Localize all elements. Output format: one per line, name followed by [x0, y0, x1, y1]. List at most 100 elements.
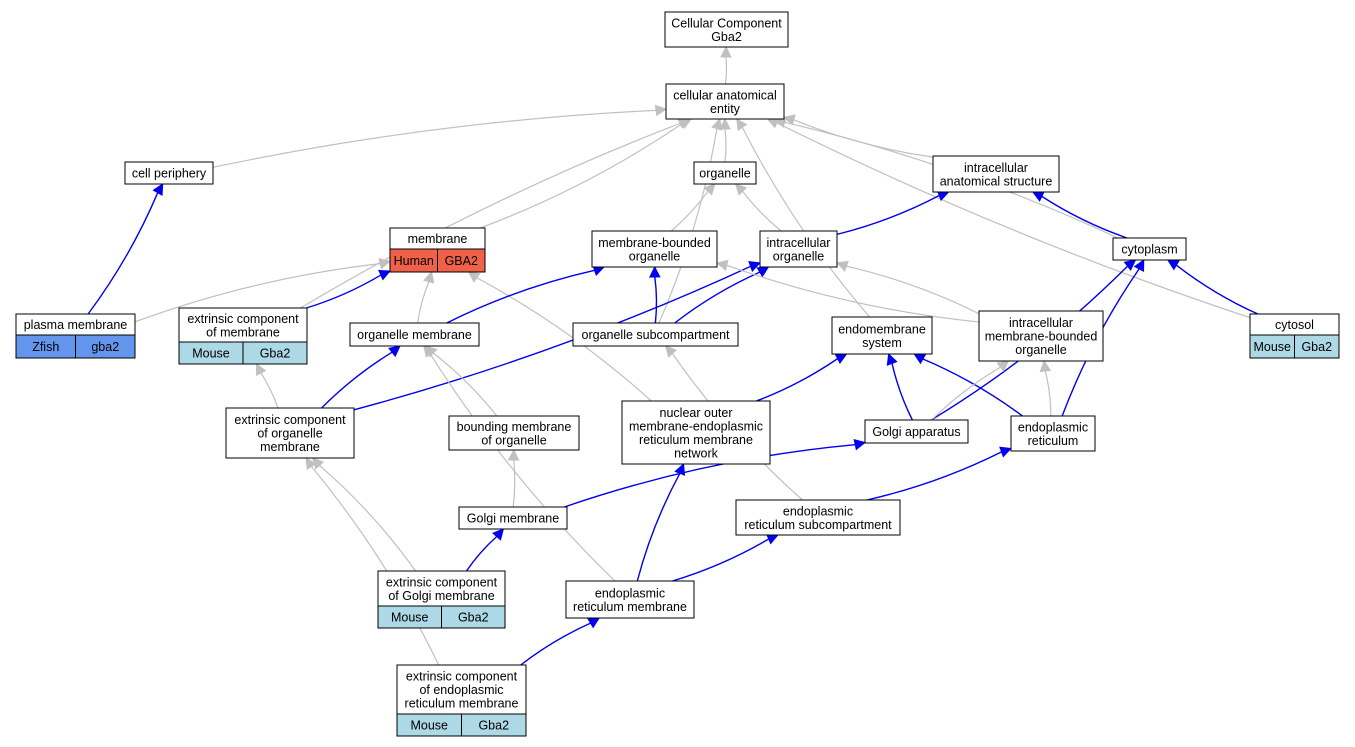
edge-line: [658, 128, 718, 324]
node-box: [225, 407, 355, 459]
node-box: [565, 580, 695, 619]
node-orgmem[interactable]: organelle membrane: [349, 322, 480, 347]
node-box: [621, 400, 771, 465]
arrowhead: [715, 259, 729, 272]
node-box: [448, 415, 580, 451]
node-label-line: nuclear outer: [660, 406, 733, 420]
species-cell-mouse: [1294, 334, 1340, 359]
edge-erm-to-ersub: [672, 533, 779, 582]
arrowhead: [152, 183, 164, 196]
edge-line: [756, 358, 839, 402]
edge-ias-to-cae: [782, 114, 934, 158]
node-label-line: of organelle: [481, 433, 546, 447]
node-label-line: membrane-endoplasmic: [629, 419, 763, 433]
edge-line: [836, 194, 940, 236]
node-osub[interactable]: organelle subcompartment: [572, 322, 739, 347]
edge-line: [674, 271, 761, 324]
species-cell-label: Mouse: [1253, 340, 1291, 354]
edge-golgi-to-endosys: [886, 352, 913, 421]
arrowhead: [492, 528, 505, 541]
node-box: [665, 83, 785, 120]
arrowhead: [664, 345, 678, 358]
node-golgi[interactable]: Golgi apparatus: [864, 419, 969, 444]
species-cell-label: Gba2: [478, 719, 509, 733]
node-cellper[interactable]: cell periphery: [124, 161, 214, 185]
node-cytoplasm[interactable]: cytoplasm: [1112, 237, 1187, 261]
edge-line: [306, 274, 382, 309]
node-label-line: extrinsic component: [234, 413, 346, 427]
node-label-line: of organelle: [257, 427, 322, 441]
node-box: [1112, 237, 1187, 261]
species-cell-human: [437, 248, 486, 273]
arrowhead: [756, 266, 770, 278]
node-label-line: endoplasmic: [783, 504, 853, 518]
species-cell-zfish: [75, 334, 136, 359]
node-label-line: Golgi membrane: [467, 512, 559, 526]
species-cell-label: Human: [394, 254, 434, 268]
node-label-line: cellular anatomical: [673, 88, 777, 102]
arrowhead: [649, 265, 661, 278]
species-cell-mouse: [242, 341, 308, 365]
node-label-line: membrane: [408, 232, 468, 246]
node-label-line: of membrane: [206, 325, 280, 339]
node-label-line: cytoplasm: [1121, 243, 1177, 257]
edge-line: [417, 281, 430, 324]
arrowhead: [1031, 191, 1045, 202]
edge-line: [321, 351, 393, 409]
edge-line: [726, 264, 980, 323]
node-label-line: organelle: [1015, 343, 1066, 357]
node-box: [572, 322, 739, 347]
edge-line: [446, 269, 595, 324]
edge-golgimem-to-bmo: [507, 448, 520, 508]
species-cell-label: Mouse: [410, 719, 448, 733]
node-box: [664, 11, 789, 48]
node-label-line: intracellular: [1009, 316, 1073, 330]
species-cell-label: Zfish: [32, 340, 59, 354]
edge-layer: [87, 45, 1259, 666]
edge-ecom-to-io: [353, 261, 762, 411]
edge-line: [670, 190, 709, 232]
edge-ecerm-to-ecom: [305, 457, 440, 666]
edge-cytosol-to-cae: [766, 117, 1251, 319]
edge-imbo-to-io: [835, 260, 980, 315]
edge-io-to-ias: [836, 190, 950, 236]
node-label-line: anatomical structure: [940, 174, 1053, 188]
edge-line: [564, 443, 856, 508]
node-label-line: cell periphery: [132, 167, 207, 181]
edge-line: [310, 466, 440, 666]
edge-line: [429, 353, 616, 582]
arrowhead: [423, 345, 435, 358]
node-label-line: cytosol: [1275, 318, 1314, 332]
node-box: [458, 506, 568, 530]
edge-nomer-to-membrane: [467, 271, 652, 402]
node-organelle[interactable]: organelle: [693, 161, 757, 185]
edge-line: [87, 192, 159, 315]
node-nomer[interactable]: nuclear outermembrane-endoplasmicreticul…: [621, 400, 771, 465]
edge-cytoplasm-to-ias: [1031, 191, 1128, 239]
node-label-line: organelle: [773, 249, 824, 263]
node-label-line: Gba2: [711, 30, 742, 44]
node-golgimem[interactable]: Golgi membrane: [458, 506, 568, 530]
edge-ecm-to-membrane: [306, 269, 392, 309]
node-label-line: endoplasmic: [595, 586, 665, 600]
edge-line: [476, 277, 652, 402]
